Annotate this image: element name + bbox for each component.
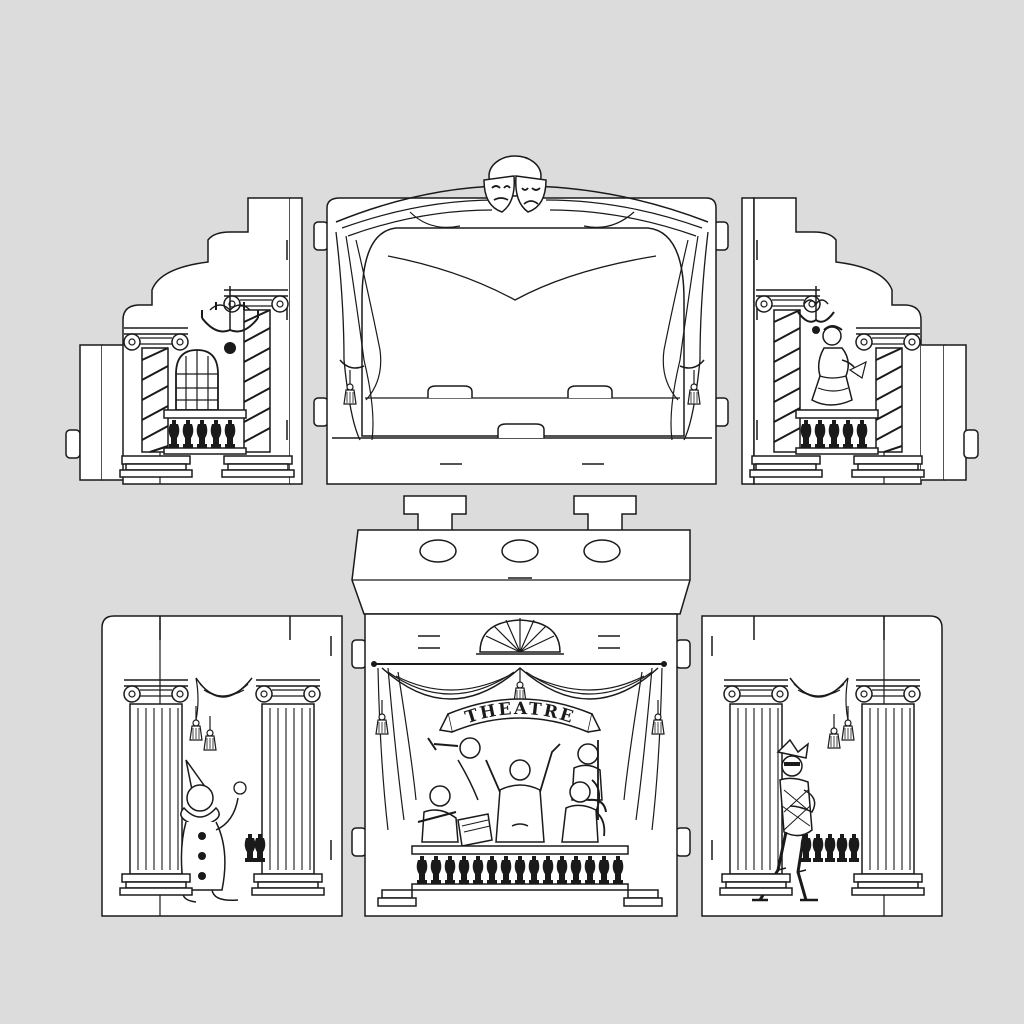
right-balcony-wing <box>741 197 979 485</box>
left-balcony-wing <box>65 197 303 485</box>
orchestra-musicians-figure <box>417 737 607 847</box>
left-pierrot-panel <box>101 615 343 917</box>
right-harlequin-panel <box>701 615 943 917</box>
pierrot-clown-figure <box>180 759 247 903</box>
stage-proscenium-panel <box>313 155 729 485</box>
comedy-tragedy-masks-icon <box>483 155 547 213</box>
orchestra-pit-panel: THEATRE <box>351 495 691 917</box>
chandelier-icon <box>201 286 259 354</box>
harlequin-figure <box>752 738 818 902</box>
theatre-banner: THEATRE <box>438 698 602 734</box>
fan-shell-ornament-icon <box>476 618 564 655</box>
lady-in-gown-figure <box>811 325 867 406</box>
chandelier-icon-right <box>797 286 835 334</box>
